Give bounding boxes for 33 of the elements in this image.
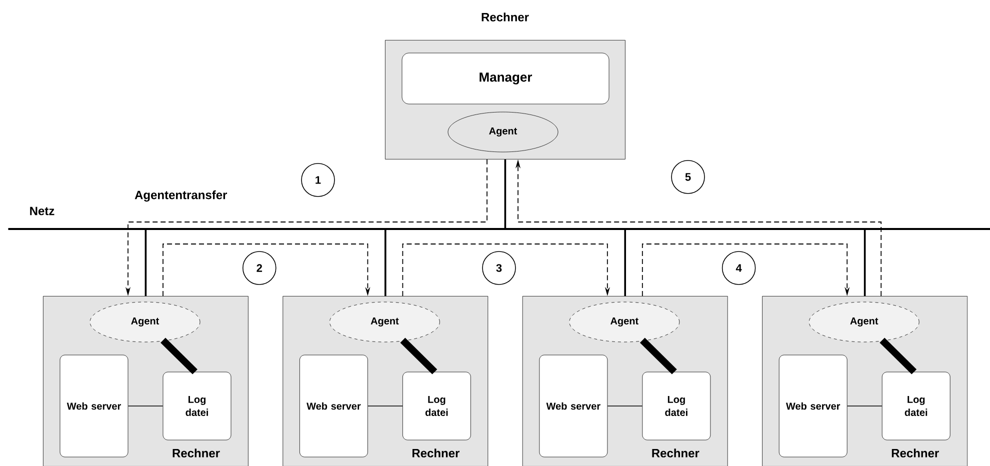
- network-connector: [864, 229, 866, 296]
- access-bar: [640, 338, 677, 374]
- web-server-box: Web server: [300, 354, 368, 458]
- label: Agententransfer: [134, 190, 228, 202]
- box-heading: Rechner: [892, 448, 939, 458]
- step-number: 4: [722, 251, 756, 285]
- transfer-arrow: [402, 244, 610, 296]
- log-file-box: Log datei: [882, 372, 950, 440]
- network-label: Netz: [30, 206, 54, 216]
- web-server-box: Web server: [60, 354, 128, 458]
- transfer-arrow: [642, 244, 850, 296]
- network-connector: [624, 229, 626, 296]
- box-heading: Rechner: [482, 12, 529, 22]
- network-connector: [504, 159, 506, 229]
- access-bar: [400, 338, 438, 374]
- log-file-box: Log datei: [402, 372, 471, 440]
- network-connector: [144, 229, 147, 296]
- web-server-box: Web server: [539, 354, 608, 458]
- access-bar: [160, 338, 198, 374]
- step-number: 3: [482, 251, 516, 285]
- step-number: 5: [671, 160, 705, 194]
- manager-box: Manager: [402, 52, 610, 104]
- log-file-box: Log datei: [162, 372, 232, 440]
- box-heading: Rechner: [652, 448, 700, 458]
- transfer-arrow: [162, 244, 370, 296]
- step-number: 2: [242, 251, 276, 285]
- box-heading: Rechner: [412, 448, 460, 458]
- network-connector: [384, 229, 386, 296]
- step-number: 1: [301, 163, 335, 197]
- log-file-box: Log datei: [642, 372, 711, 440]
- web-server-box: Web server: [778, 354, 848, 458]
- access-bar: [880, 338, 917, 374]
- box-heading: Rechner: [172, 448, 220, 458]
